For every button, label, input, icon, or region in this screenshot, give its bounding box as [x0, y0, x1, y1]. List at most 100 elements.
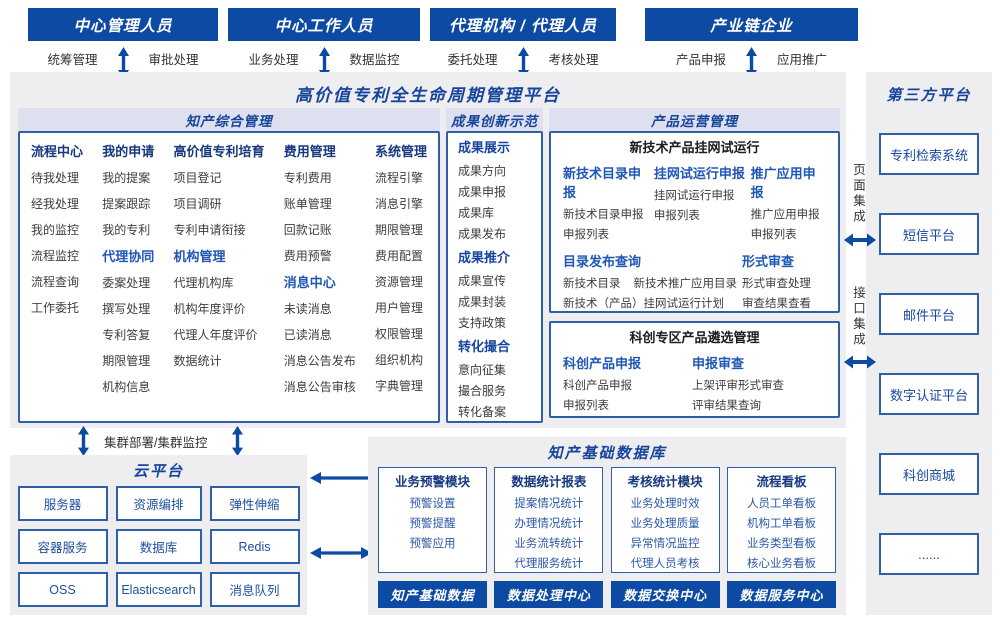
- database-module: 流程看板 人员工单看板机构工单看板业务类型看板核心业务看板 数据服务中心: [726, 467, 836, 608]
- module-groups: 高价值专利培育 项目登记项目调研专利申请衔接 机构管理 代理机构库机构年度评价代…: [173, 138, 264, 374]
- actor-role-label: 应用推广: [777, 53, 828, 67]
- menu-item: 提案情况统计: [514, 498, 584, 510]
- menu-item: 申报列表: [653, 210, 700, 222]
- menu-item: 机构工单看板: [746, 518, 816, 530]
- module-group: 推广应用申报 推广应用申报申报列表: [751, 159, 826, 245]
- vertical-double-arrow-icon: [746, 47, 757, 79]
- menu-item: 申报列表: [750, 229, 797, 241]
- menu-item: 经我处理: [31, 197, 80, 211]
- module-group-header: 新技术目录申报: [563, 166, 642, 200]
- actor-group: 中心管理人员 统筹管理 审批处理: [28, 8, 218, 79]
- menu-item: 成果方向: [458, 164, 507, 178]
- actor-role-label: 委托处理: [447, 53, 498, 67]
- module-group-header: 高价值专利培育: [173, 144, 265, 159]
- module-groups: 我的申请 我的提案提案跟踪我的专利 代理协同 委案处理撰写处理专利答复期限管理机…: [102, 138, 154, 400]
- vertical-double-arrow-icon: [78, 426, 89, 456]
- module-groups: 系统管理 流程引擎消息引擎期限管理费用配置资源管理用户管理权限管理组织机构字典管…: [375, 138, 427, 399]
- database-center-bar: 知产基础数据: [378, 581, 487, 608]
- module-column: 我的申请 我的提案提案跟踪我的专利 代理协同 委案处理撰写处理专利答复期限管理机…: [102, 138, 154, 416]
- menu-item: 预警提醒: [409, 518, 456, 530]
- menu-item: 成果封装: [458, 295, 507, 309]
- menu-item: 评审结果查询: [692, 400, 761, 412]
- module-group-header: 形式审查: [742, 254, 795, 269]
- module-group: 成果展示 成果方向成果申报成果库成果发布: [458, 135, 541, 245]
- menu-item: 工作委托: [31, 301, 80, 315]
- third-party-box: 数字认证平台: [879, 373, 979, 415]
- menu-item: 成果申报: [458, 185, 507, 199]
- menu-item: 流程引擎: [374, 171, 423, 185]
- module-column: 流程中心 待我处理经我处理我的监控流程监控流程查询工作委托: [31, 138, 83, 416]
- selection-row: 科创产品申报 科创产品申报申报列表 申报审查 上架评审形式审查评审结果查询: [551, 349, 838, 416]
- menu-item: 我的专利: [102, 223, 151, 237]
- cloud-cell: 资源编排: [115, 486, 202, 521]
- database-module-box: 考核统计模块 业务处理时效业务处理质量异常情况监控代理人员考核: [610, 467, 720, 573]
- module-column: 系统管理 流程引擎消息引擎期限管理费用配置资源管理用户管理权限管理组织机构字典管…: [375, 138, 427, 416]
- third-party-title: 第三方平台: [886, 87, 972, 104]
- menu-item: 挂网试运行申报: [653, 190, 735, 202]
- module-items: 推广应用申报申报列表: [751, 205, 826, 245]
- menu-item: 撮合服务: [458, 384, 507, 398]
- module-group-header: 目录发布查询: [563, 254, 642, 269]
- database-module-header: 流程看板: [756, 475, 807, 489]
- actor-title-bar: 产业链企业: [645, 8, 858, 41]
- menu-item: 异常情况监控: [630, 538, 700, 550]
- menu-item: 期限管理: [102, 354, 151, 368]
- ip-database-modules: 业务预警模块 预警设置预警提醒预警应用 知产基础数据 数据统计报表 提案情况统计…: [368, 463, 846, 608]
- module-group: 挂网试运行申报 挂网试运行申报申报列表: [654, 159, 751, 245]
- module-group: 费用管理 专利费用账单管理回款记账费用预警: [284, 138, 356, 269]
- menu-item: 推广应用申报: [750, 209, 820, 221]
- menu-item: 账单管理: [283, 197, 332, 211]
- module-group: 科创产品申报 科创产品申报申报列表: [563, 349, 685, 416]
- actor-group: 中心工作人员 业务处理 数据监控: [228, 8, 420, 79]
- menu-item: 核心业务看板: [746, 558, 816, 570]
- menu-item: 预警设置: [409, 498, 456, 510]
- vertical-double-arrow-icon: [517, 47, 529, 79]
- menu-item: 新技术推广应用目录: [633, 278, 738, 290]
- module-group-header: 申报审查: [692, 356, 745, 371]
- menu-item: 上架评审形式审查: [692, 380, 784, 392]
- platform-panel: 高价值专利全生命周期管理平台 知产综合管理 流程中心 待我处理经我处理我的监控流…: [10, 72, 846, 428]
- actor-role-label: 业务处理: [248, 53, 299, 67]
- module-group-header: 成果推介: [458, 250, 511, 265]
- trial-run-row2: 目录发布查询 新技术目录新技术推广应用目录新技术（产品）挂网试运行计划 形式审查…: [551, 247, 838, 314]
- actor-role-labels: 业务处理 数据监控: [228, 41, 420, 79]
- module-group-header: 系统管理: [374, 144, 427, 159]
- module-items: 新技术目录申报申报列表: [563, 205, 654, 245]
- page-integration-label: 页面集成: [851, 163, 865, 225]
- actor-role-label: 审批处理: [148, 53, 199, 67]
- module-group: 申报审查 上架评审形式审查评审结果查询: [692, 349, 826, 416]
- menu-item: 代理机构库: [173, 276, 234, 290]
- actor-title-bar: 中心管理人员: [28, 8, 218, 41]
- database-center-bar: 数据服务中心: [726, 581, 836, 608]
- menu-item: 新技术目录: [563, 278, 621, 290]
- menu-item: 专利费用: [283, 171, 332, 185]
- section-body: 成果展示 成果方向成果申报成果库成果发布 成果推介 成果宣传成果封装支持政策 转…: [446, 131, 543, 423]
- menu-item: 未读消息: [283, 302, 332, 316]
- menu-item: 代理人年度评价: [173, 328, 258, 342]
- cloud-cell: 消息队列: [209, 572, 300, 607]
- menu-item: 期限管理: [374, 223, 423, 237]
- module-group: 高价值专利培育 项目登记项目调研专利申请衔接: [173, 138, 264, 243]
- third-party-box: 专利检索系统: [879, 133, 979, 175]
- left-arrow-icon: [310, 472, 372, 484]
- module-items: 挂网试运行申报申报列表: [654, 186, 751, 226]
- section-innovation-demo: 成果创新示范 成果展示 成果方向成果申报成果库成果发布 成果推介 成果宣传成果封…: [446, 108, 543, 423]
- horizontal-double-arrow-icon: [844, 233, 876, 247]
- menu-item: 申报列表: [563, 400, 609, 412]
- module-items: 形式审查处理审查结果查看: [742, 274, 826, 314]
- module-items: 新技术目录新技术推广应用目录新技术（产品）挂网试运行计划: [563, 274, 739, 314]
- vertical-double-arrow-icon: [232, 426, 243, 456]
- database-module-box: 数据统计报表 提案情况统计办理情况统计业务流转统计代理服务统计: [494, 467, 604, 573]
- menu-item: 提案跟踪: [102, 197, 151, 211]
- cloud-cell: Elasticsearch: [115, 572, 202, 607]
- module-group-header: 消息中心: [283, 275, 336, 290]
- module-column: 费用管理 专利费用账单管理回款记账费用预警 消息中心 未读消息已读消息消息公告发…: [284, 138, 356, 416]
- database-center-bar: 数据处理中心: [494, 581, 604, 608]
- menu-item: 费用配置: [374, 249, 423, 263]
- cloud-cell: 数据库: [115, 529, 202, 564]
- vertical-double-arrow-icon: [318, 47, 330, 79]
- third-party-box: 短信平台: [879, 213, 979, 255]
- menu-item: 成果库: [458, 206, 495, 220]
- module-group-header: 我的申请: [102, 144, 155, 159]
